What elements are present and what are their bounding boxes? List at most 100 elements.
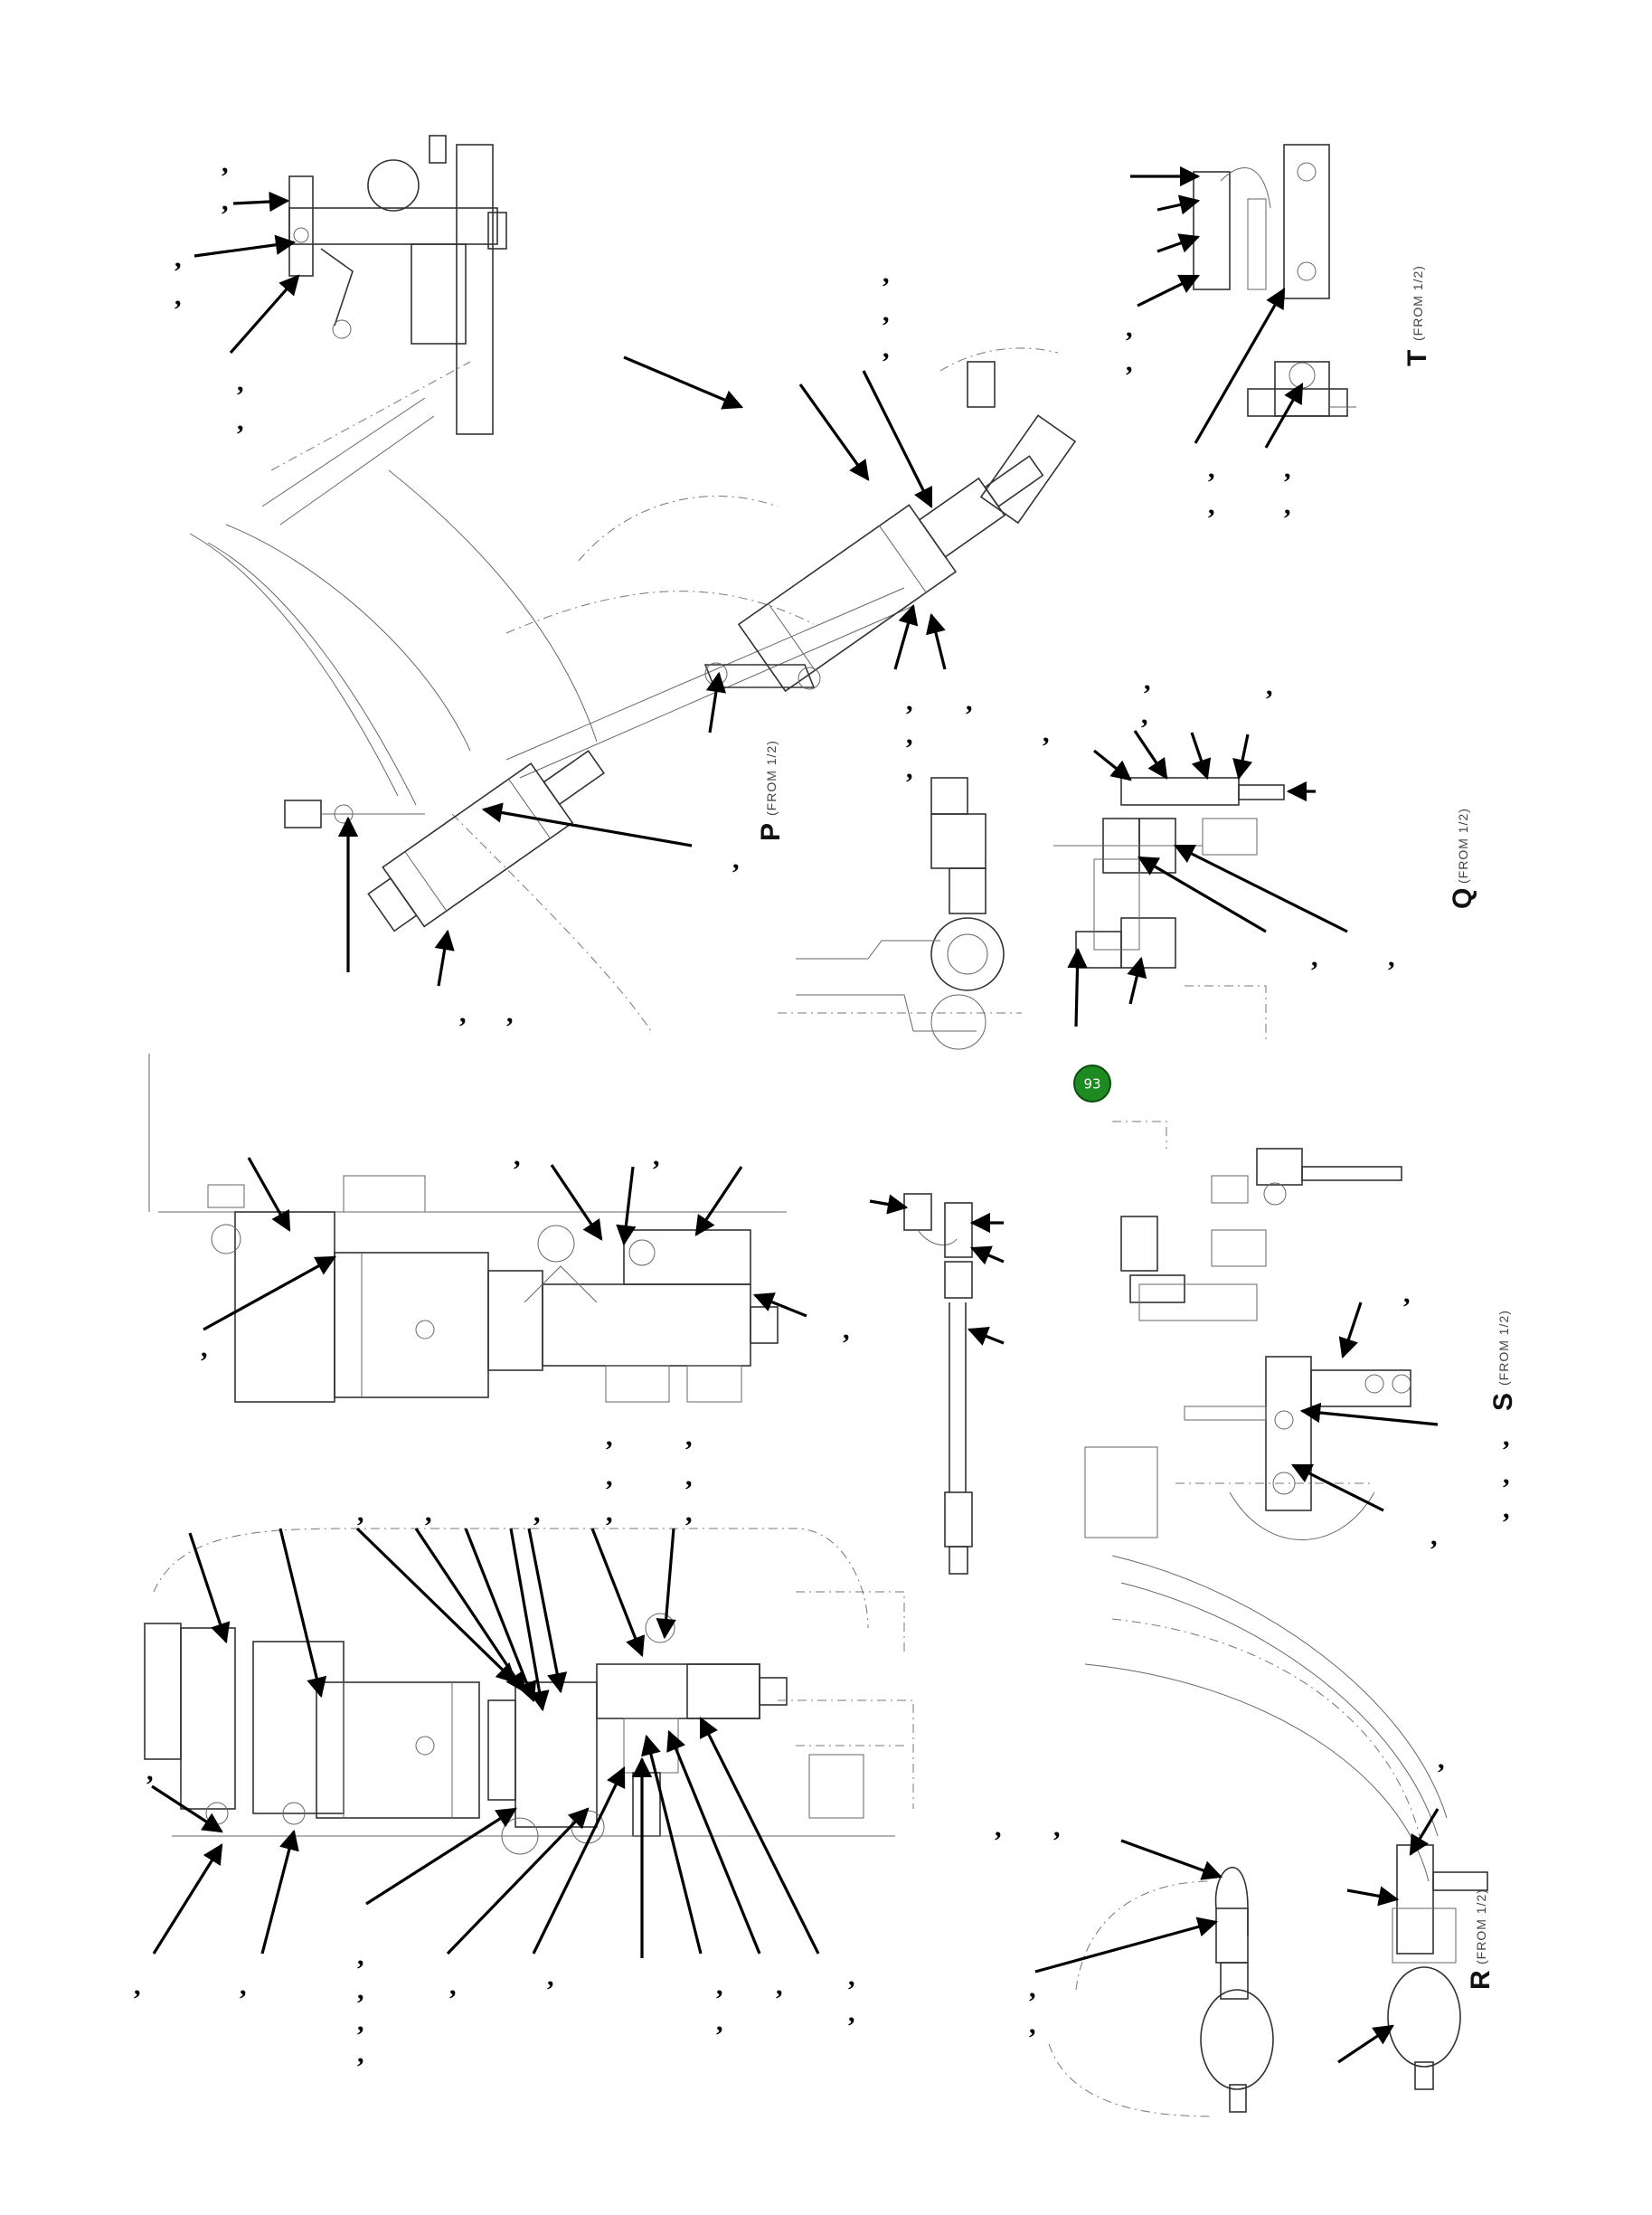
leader-arrow bbox=[705, 671, 727, 734]
leader-arrow bbox=[229, 274, 300, 355]
callout-mark: , bbox=[1029, 2010, 1036, 2040]
callout-mark: , bbox=[1043, 718, 1050, 748]
leader-arrow bbox=[590, 1528, 646, 1658]
callout-mark: , bbox=[1438, 1745, 1445, 1775]
callout-mark: , bbox=[995, 1813, 1002, 1842]
leader-arrow bbox=[1138, 856, 1267, 933]
view-note-p: (FROM 1/2) bbox=[764, 740, 779, 816]
leader-arrow bbox=[967, 1326, 1005, 1346]
callout-mark: , bbox=[848, 1998, 855, 2028]
callout-mark: , bbox=[357, 1941, 364, 1971]
view-label-t: T (FROM 1/2) bbox=[1402, 265, 1432, 366]
leader-arrow bbox=[260, 1829, 299, 1955]
callout-marks: , , , , , , , , , , , , , , , , , , , , … bbox=[134, 148, 1510, 2068]
leader-arrow bbox=[365, 1807, 517, 1906]
leader-arrow bbox=[203, 1255, 336, 1331]
callout-mark: , bbox=[506, 999, 514, 1028]
callout-mark: , bbox=[685, 1498, 693, 1528]
callout-mark: , bbox=[906, 686, 913, 716]
leader-arrow bbox=[1137, 274, 1201, 308]
callout-mark: , bbox=[732, 845, 740, 875]
leader-arrow bbox=[641, 1734, 703, 1955]
callout-mark: , bbox=[606, 1498, 613, 1528]
view-q-assembly bbox=[1053, 777, 1285, 1040]
callout-mark: , bbox=[1403, 1279, 1411, 1309]
leader-arrow bbox=[752, 1292, 807, 1318]
leader-arrow bbox=[1264, 383, 1304, 449]
callout-mark: , bbox=[653, 1141, 660, 1171]
leader-arrow bbox=[532, 1765, 626, 1955]
callout-mark: , bbox=[175, 281, 182, 311]
view-p-cylinder-assembly bbox=[284, 750, 605, 932]
callout-mark: , bbox=[134, 1971, 141, 2001]
leader-arrow bbox=[699, 1716, 820, 1955]
leader-arrow bbox=[434, 929, 455, 987]
callout-mark: , bbox=[1208, 490, 1215, 520]
leader-arrow bbox=[1156, 233, 1201, 253]
callout-mark: , bbox=[1503, 1460, 1510, 1490]
leader-arrow bbox=[1093, 749, 1132, 781]
callout-mark: , bbox=[357, 2007, 364, 2037]
callout-mark: , bbox=[883, 259, 890, 289]
leader-arrow bbox=[509, 1528, 550, 1712]
callout-mark: , bbox=[685, 1422, 693, 1452]
leader-arrow bbox=[481, 802, 693, 847]
badge-area-assembly bbox=[1112, 1121, 1402, 1321]
callout-mark: , bbox=[1144, 666, 1151, 696]
view-letter-r: R bbox=[1466, 1970, 1496, 1990]
callout-mark: , bbox=[547, 1962, 554, 1992]
callout-mark: , bbox=[776, 1971, 783, 2001]
leader-arrow bbox=[893, 603, 919, 670]
leader-arrow bbox=[1232, 734, 1253, 781]
callout-mark: , bbox=[1126, 313, 1133, 343]
callout-mark: , bbox=[237, 406, 244, 436]
leader-arrow bbox=[446, 1807, 590, 1955]
leader-arrow bbox=[550, 1164, 603, 1241]
leader-arrow bbox=[1346, 1886, 1400, 1907]
callout-mark: , bbox=[514, 1141, 521, 1171]
view-r-assembly bbox=[1048, 1844, 1488, 2117]
view-note-t: (FROM 1/2) bbox=[1411, 265, 1425, 341]
leader-arrow bbox=[414, 1528, 526, 1693]
page-number-text: 93 bbox=[1083, 1076, 1100, 1093]
leader-arrow bbox=[1067, 947, 1088, 1027]
leader-arrow bbox=[1034, 1917, 1219, 1974]
leader-arrow bbox=[616, 1166, 637, 1246]
callout-mark: , bbox=[1284, 454, 1291, 484]
view-label-s: S (FROM 1/2) bbox=[1488, 1310, 1518, 1411]
callout-mark: , bbox=[1311, 942, 1318, 972]
leader-arrow bbox=[1194, 288, 1286, 444]
callout-mark: , bbox=[533, 1498, 541, 1528]
view-label-q: Q (FROM 1/2) bbox=[1448, 808, 1477, 909]
page-number-badge: 93 bbox=[1073, 1065, 1111, 1103]
callout-mark: , bbox=[883, 298, 890, 327]
callout-mark: , bbox=[906, 754, 913, 784]
callout-mark: , bbox=[237, 367, 244, 397]
callout-mark: , bbox=[449, 1971, 457, 2001]
hose-assembly bbox=[903, 1193, 973, 1575]
leader-arrow bbox=[464, 1528, 537, 1703]
leader-arrow bbox=[151, 1784, 223, 1833]
leader-arrow bbox=[1337, 2024, 1394, 2064]
view-letter-s: S bbox=[1488, 1393, 1518, 1411]
leader-arrow bbox=[798, 383, 870, 481]
leader-arrow bbox=[152, 1843, 223, 1955]
leader-arrow bbox=[1127, 956, 1147, 1005]
callout-mark: , bbox=[1126, 347, 1133, 377]
view-note-r: (FROM 1/2) bbox=[1474, 1888, 1488, 1964]
callout-mark: , bbox=[1208, 454, 1215, 484]
leader-arrow bbox=[194, 234, 297, 258]
view-t-assembly bbox=[1193, 144, 1356, 417]
callout-mark: , bbox=[201, 1333, 208, 1363]
leader-arrow bbox=[1120, 1839, 1223, 1880]
view-s-assembly bbox=[1084, 1356, 1411, 1540]
callout-mark: , bbox=[357, 1975, 364, 2005]
callout-mark: , bbox=[146, 1756, 154, 1786]
leader-arrow bbox=[278, 1528, 327, 1699]
callout-mark: , bbox=[1503, 1494, 1510, 1524]
leader-arrow bbox=[862, 370, 933, 509]
lower-right-frame-curves bbox=[1084, 1555, 1448, 1882]
callout-mark: , bbox=[1141, 700, 1148, 730]
callout-mark: , bbox=[459, 999, 467, 1028]
